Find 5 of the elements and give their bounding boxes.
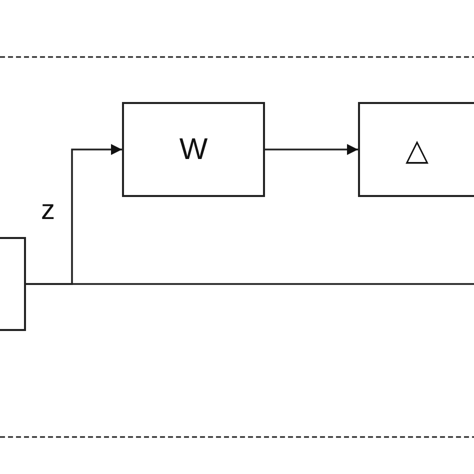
block-box: △ <box>358 102 474 197</box>
block-box <box>0 237 26 331</box>
block-box: W <box>122 102 265 197</box>
signal-line <box>26 283 474 285</box>
arrow <box>265 144 358 155</box>
